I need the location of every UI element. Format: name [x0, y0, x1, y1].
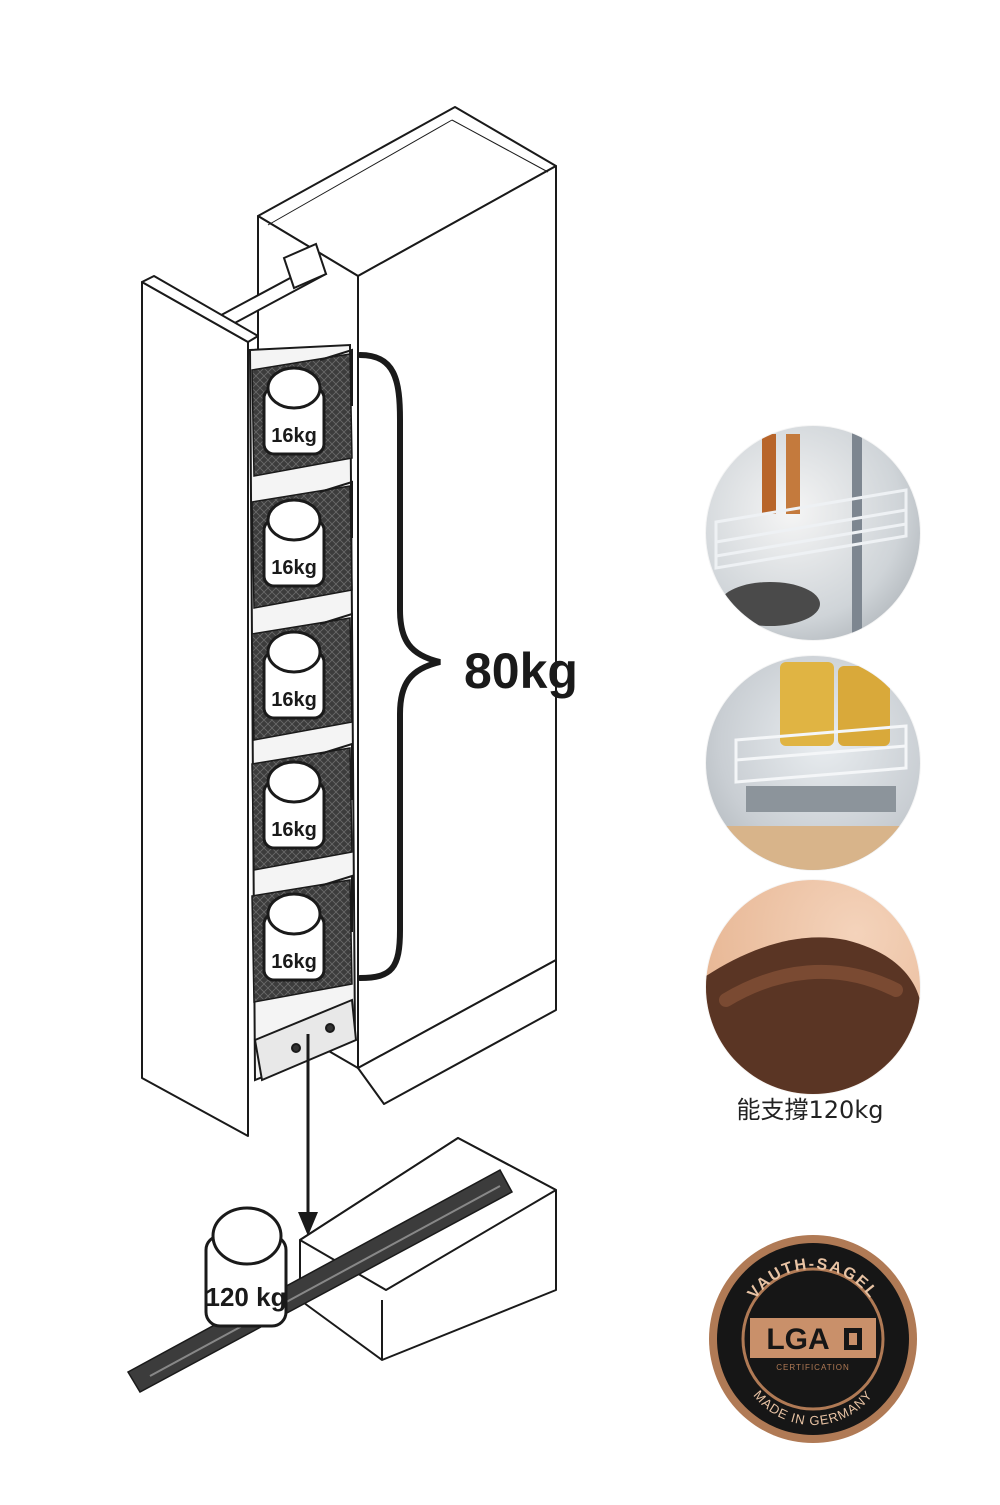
- drawer-weight-label: 120 kg: [206, 1282, 287, 1312]
- lga-certification-badge: VAUTH-SAGEL LGA CERTIFICATION MADE IN GE…: [706, 1232, 920, 1446]
- hand-pressing-photo: [706, 880, 920, 1094]
- lga-logo-icon: [844, 1328, 862, 1350]
- shelf-weight-label: 16kg: [271, 557, 317, 579]
- door-panel: [141, 275, 259, 1137]
- shelf-weight-label: 16kg: [271, 425, 317, 447]
- load-arrow: [298, 1034, 318, 1236]
- shelf-weight-jar: 16kg: [262, 630, 326, 720]
- top-runner: [210, 242, 328, 334]
- drawer-box: [299, 1137, 557, 1361]
- wire-basket-photo: [706, 426, 920, 640]
- badge-logo-text: LGA: [766, 1323, 829, 1356]
- basket-shelf: 16kg: [251, 612, 353, 741]
- drawer-runner: [126, 1168, 514, 1393]
- shelf-weight-jar: 16kg: [262, 892, 326, 982]
- basket-shelf: 16kg: [251, 480, 353, 609]
- basket-shelves: 16kg 16kg 16kg 16kg 16kg: [251, 348, 353, 1003]
- total-weight-label: 80kg: [464, 643, 578, 699]
- badge-sub-text: CERTIFICATION: [776, 1363, 850, 1372]
- shelf-weight-jar: 16kg: [262, 760, 326, 850]
- drawer-weight-jar: 120 kg: [204, 1206, 288, 1328]
- pasta-basket-photo: [706, 656, 920, 870]
- basket-shelf: 16kg: [251, 874, 353, 1003]
- load-capacity-caption: 能支撐120kg: [736, 1096, 884, 1124]
- shelf-weight-label: 16kg: [271, 689, 317, 711]
- bottom-slide: [253, 998, 358, 1082]
- weight-brace: [357, 352, 441, 981]
- shelf-weight-jar: 16kg: [262, 498, 326, 588]
- basket-shelf: 16kg: [251, 348, 353, 477]
- shelf-weight-jar: 16kg: [262, 366, 326, 456]
- basket-shelf: 16kg: [251, 742, 353, 871]
- shelf-weight-label: 16kg: [271, 951, 317, 973]
- shelf-weight-label: 16kg: [271, 819, 317, 841]
